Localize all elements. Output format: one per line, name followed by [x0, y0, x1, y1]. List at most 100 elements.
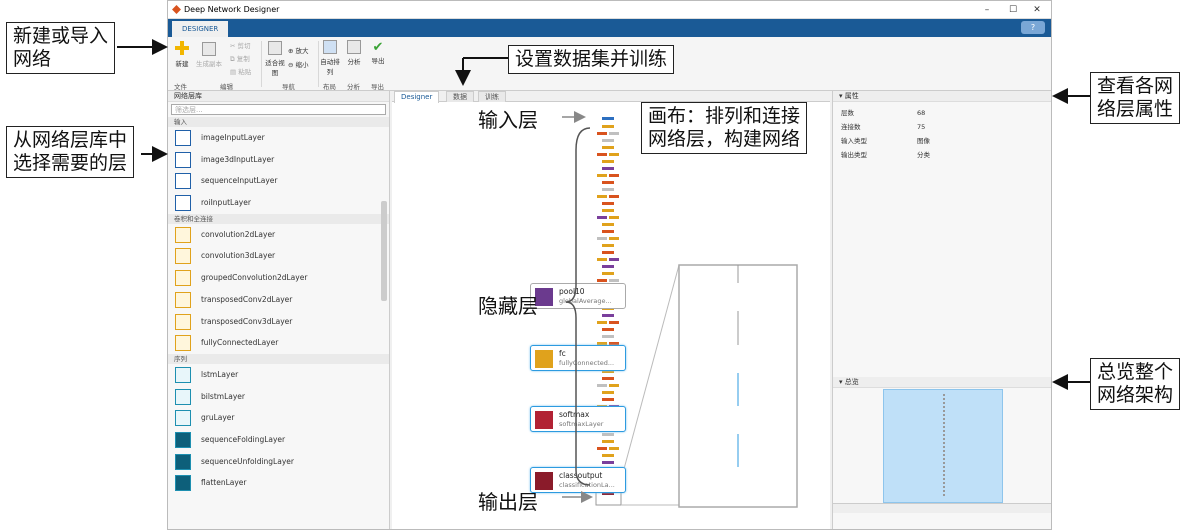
layer-block[interactable]: [597, 342, 607, 345]
paste-button[interactable]: ▤ 粘贴: [230, 66, 251, 76]
library-item[interactable]: flattenLayer: [168, 472, 389, 494]
duplicate-button[interactable]: 生成副本: [196, 42, 222, 68]
overview-scrollbar[interactable]: [833, 503, 1051, 513]
layer-block[interactable]: [602, 181, 614, 184]
layer-block[interactable]: [609, 279, 619, 282]
zoom-out-button[interactable]: ⊖ 缩小: [288, 59, 309, 69]
layer-block[interactable]: [609, 321, 619, 324]
library-item[interactable]: convolution2dLayer: [168, 224, 389, 246]
library-item[interactable]: bilstmLayer: [168, 386, 389, 408]
library-item[interactable]: sequenceFoldingLayer: [168, 429, 389, 451]
layer-block[interactable]: [602, 314, 614, 317]
layer-block[interactable]: [602, 492, 614, 495]
node-subtitle: classificationLa...: [559, 481, 615, 489]
layer-block[interactable]: [597, 279, 607, 282]
layer-block[interactable]: [597, 258, 607, 261]
auto-layout-button[interactable]: 自动排列: [320, 40, 340, 76]
library-scrollbar[interactable]: [381, 201, 387, 301]
library-item[interactable]: groupedConvolution2dLayer: [168, 267, 389, 289]
library-item[interactable]: transposedConv2dLayer: [168, 289, 389, 311]
tab-designer-canvas[interactable]: Designer: [394, 91, 440, 103]
layer-block[interactable]: [602, 265, 614, 268]
library-item[interactable]: sequenceInputLayer: [168, 170, 389, 192]
layer-block[interactable]: [602, 440, 614, 443]
new-button[interactable]: 新建: [171, 40, 193, 68]
layer-block[interactable]: [602, 461, 614, 464]
layer-block[interactable]: [602, 139, 614, 142]
library-item[interactable]: image3dInputLayer: [168, 149, 389, 171]
layer-block[interactable]: [602, 433, 614, 436]
layer-block[interactable]: [597, 321, 607, 324]
layer-block[interactable]: [609, 132, 619, 135]
layer-block[interactable]: [602, 209, 614, 212]
export-button[interactable]: ✔ 导出: [368, 40, 388, 65]
copy-button[interactable]: ⧉ 复制: [230, 53, 250, 64]
zoom-line: [620, 264, 680, 481]
layer-block[interactable]: [609, 258, 619, 261]
tab-designer[interactable]: DESIGNER: [172, 21, 229, 37]
library-item[interactable]: transposedConv3dLayer: [168, 311, 389, 333]
node-fc[interactable]: fc fullyConnected...: [530, 345, 626, 371]
layer-block[interactable]: [602, 272, 614, 275]
layer-block[interactable]: [602, 188, 614, 191]
layer-block[interactable]: [602, 335, 614, 338]
layer-block[interactable]: [597, 153, 607, 156]
layer-block[interactable]: [602, 202, 614, 205]
library-item[interactable]: gruLayer: [168, 407, 389, 429]
node-classoutput[interactable]: classoutput classificationLa...: [530, 467, 626, 493]
layer-block[interactable]: [602, 251, 614, 254]
library-search-input[interactable]: 筛选层...: [171, 104, 386, 115]
tab-data[interactable]: 数据: [446, 91, 474, 102]
node-pool10[interactable]: pool10 globalAverage...: [530, 283, 626, 309]
layer-block[interactable]: [602, 244, 614, 247]
library-item-label: convolution3dLayer: [201, 251, 276, 261]
node-softmax[interactable]: softmax softmaxLayer: [530, 406, 626, 432]
layer-block[interactable]: [602, 167, 614, 170]
layer-block[interactable]: [602, 328, 614, 331]
library-item[interactable]: roiInputLayer: [168, 192, 389, 214]
close-button[interactable]: ✕: [1033, 5, 1041, 15]
layer-block[interactable]: [597, 174, 607, 177]
layer-block[interactable]: [602, 160, 614, 163]
layer-block[interactable]: [597, 132, 607, 135]
layer-block[interactable]: [597, 237, 607, 240]
layer-block[interactable]: [609, 216, 619, 219]
divider: [261, 41, 262, 87]
layer-block[interactable]: [602, 454, 614, 457]
layer-block[interactable]: [602, 398, 614, 401]
overview-viewport[interactable]: [883, 389, 1003, 503]
layer-block[interactable]: [602, 223, 614, 226]
fit-view-button[interactable]: 适合视图: [264, 41, 286, 77]
layer-block[interactable]: [602, 117, 614, 120]
layer-block[interactable]: [609, 174, 619, 177]
library-item[interactable]: lstmLayer: [168, 364, 389, 386]
network-graph[interactable]: [392, 103, 830, 530]
library-item[interactable]: fullyConnectedLayer: [168, 332, 389, 354]
layer-block[interactable]: [597, 447, 607, 450]
layer-block[interactable]: [609, 342, 619, 345]
layer-block[interactable]: [602, 377, 614, 380]
help-button[interactable]: ?: [1021, 21, 1045, 34]
analyze-button[interactable]: 分析: [344, 40, 364, 66]
library-item[interactable]: convolution3dLayer: [168, 245, 389, 267]
cut-button[interactable]: ✂ 剪切: [230, 40, 251, 50]
layer-block[interactable]: [597, 195, 607, 198]
layer-block[interactable]: [609, 237, 619, 240]
layer-block[interactable]: [602, 391, 614, 394]
library-item[interactable]: imageInputLayer: [168, 127, 389, 149]
zoom-in-button[interactable]: ⊕ 放大: [288, 45, 309, 55]
library-item[interactable]: sequenceUnfoldingLayer: [168, 451, 389, 473]
minimize-button[interactable]: –: [984, 5, 990, 15]
layer-block[interactable]: [602, 125, 614, 128]
layer-block[interactable]: [609, 195, 619, 198]
layer-block[interactable]: [602, 370, 614, 373]
layer-block[interactable]: [609, 447, 619, 450]
layer-block[interactable]: [602, 230, 614, 233]
maximize-button[interactable]: ☐: [1008, 5, 1018, 15]
layer-block[interactable]: [609, 153, 619, 156]
layer-block[interactable]: [602, 146, 614, 149]
layer-block[interactable]: [597, 384, 607, 387]
tab-train[interactable]: 训练: [478, 91, 506, 102]
layer-block[interactable]: [609, 384, 619, 387]
layer-block[interactable]: [597, 216, 607, 219]
